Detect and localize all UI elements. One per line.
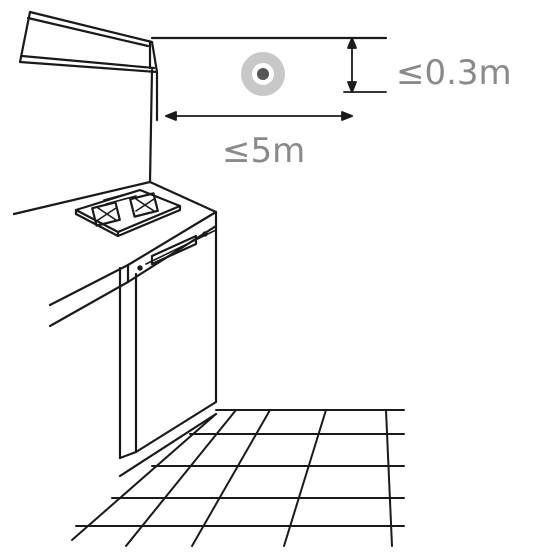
countertop (12, 180, 218, 328)
distance-dimension (165, 111, 353, 121)
floor-grid (71, 409, 405, 547)
wall-corner (148, 68, 159, 184)
range-hood (18, 10, 159, 74)
cabinet (118, 224, 218, 478)
distance-limit-label: ≤5m (222, 131, 305, 171)
height-dimension (343, 37, 387, 93)
height-limit-label: ≤0.3m (396, 53, 512, 93)
gas-cooktop (74, 188, 182, 238)
gas-detector-icon (241, 52, 285, 96)
